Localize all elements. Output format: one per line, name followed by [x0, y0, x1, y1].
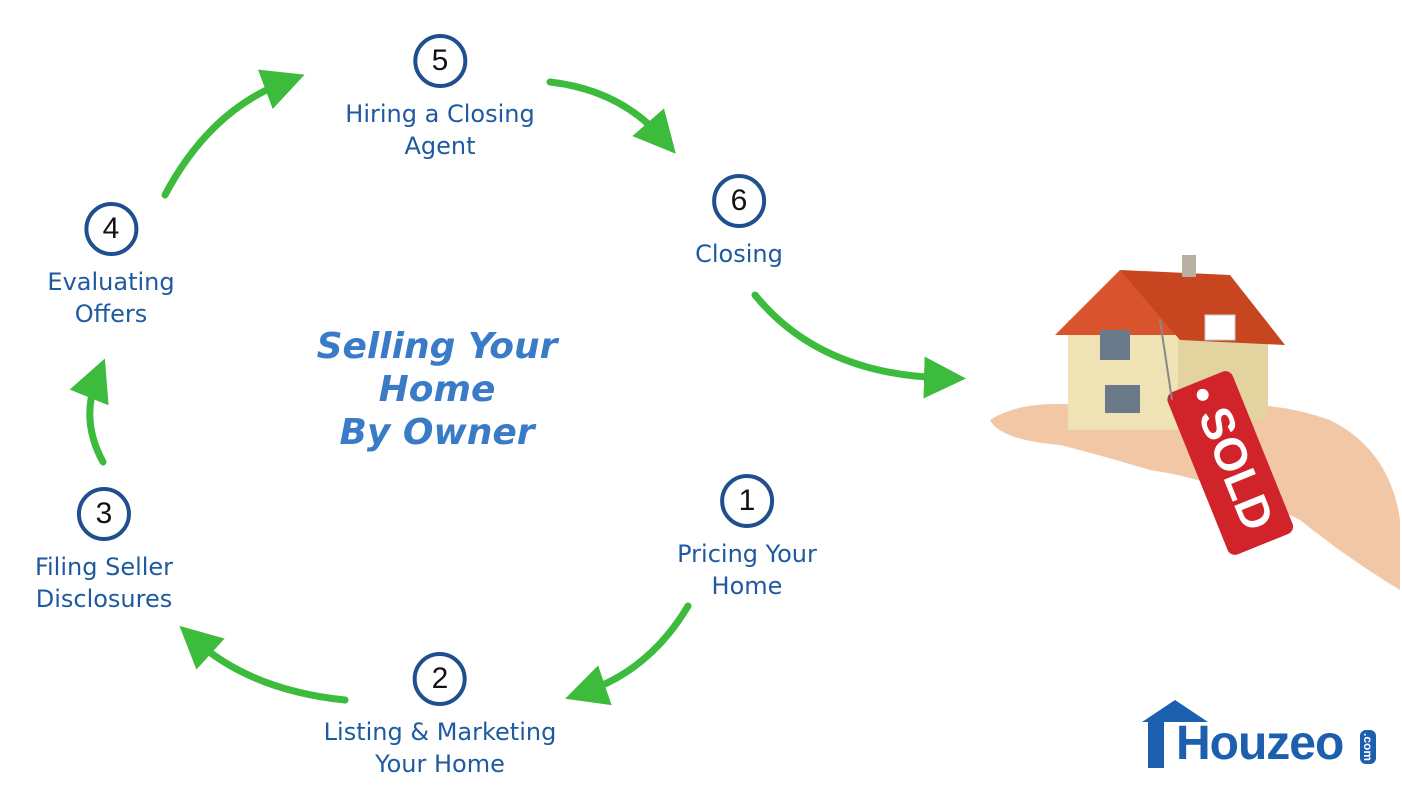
diagram-title: Selling Your Home By Owner: [317, 325, 558, 454]
arrow-6-to-sold: [751, 291, 966, 399]
houzeo-logo: Houzeo .com: [1142, 700, 1392, 770]
step-number-circle: 6: [711, 174, 766, 228]
arrow-3-to-4: [69, 358, 109, 466]
step-label-line: Hiring a Closing: [345, 100, 535, 128]
step-label-line: Home: [711, 572, 783, 600]
logo-house-icon: [1142, 700, 1208, 768]
step-label-line: Your Home: [375, 750, 505, 778]
hand: [990, 404, 1400, 590]
step-number-circle: 4: [84, 202, 138, 256]
step-label-line: Listing & Marketing: [323, 718, 557, 746]
step-label: Closing: [695, 238, 783, 270]
title-line: Home: [378, 369, 496, 410]
step-number-circle: 3: [76, 487, 131, 541]
sold-house-illustration: SOLD: [990, 255, 1400, 590]
house-roof: [1055, 270, 1185, 335]
title-line: Selling Your: [316, 326, 558, 367]
title-line: By Owner: [339, 412, 535, 453]
arrow-2-to-3: [179, 625, 349, 704]
step-number-circle: 2: [413, 652, 467, 706]
step-label-line: Agent: [404, 132, 476, 160]
step-label-line: Filing Seller: [34, 553, 174, 581]
arrow-4-to-5: [161, 69, 305, 199]
step-number-circle: 5: [412, 34, 467, 88]
arrow-1-to-2: [565, 602, 692, 706]
logo-suffix: .com: [1360, 730, 1376, 765]
logo-wordmark: Houzeo: [1176, 717, 1344, 770]
step-label-line: Evaluating: [47, 268, 175, 296]
step-number-circle: 1: [719, 474, 774, 528]
step-label-line: Pricing Your: [677, 540, 817, 568]
step-label-line: Offers: [74, 300, 148, 328]
step-label-line: Closing: [695, 240, 783, 268]
step-label-line: Disclosures: [35, 585, 173, 613]
arrow-5-to-6: [546, 78, 676, 154]
step-6: 6 Closing: [695, 174, 783, 270]
